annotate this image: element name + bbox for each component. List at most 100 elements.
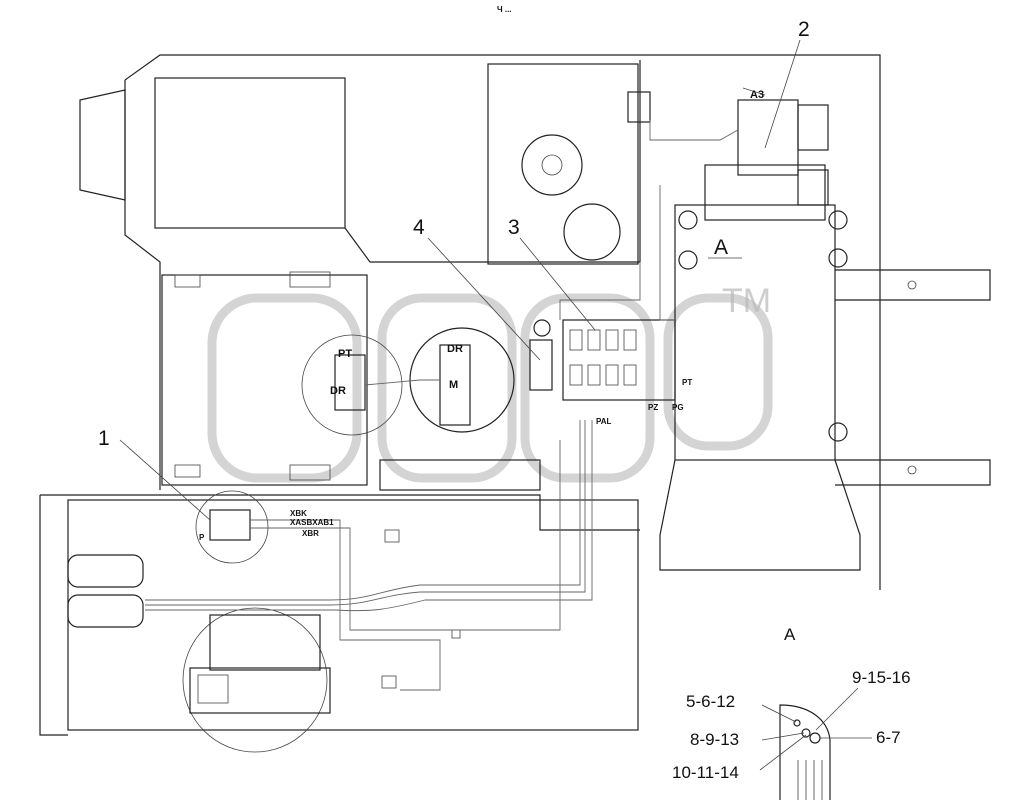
detail-a-hoses xyxy=(797,760,823,800)
detail-label-10-11-14: 10-11-14 xyxy=(672,763,739,782)
motor-detail-circle xyxy=(301,334,403,436)
hose-tank-to-valve xyxy=(559,262,641,320)
detail-a-fitting-1 xyxy=(809,732,821,744)
port-dr-top: DR xyxy=(447,343,463,355)
view-a-label-main: A xyxy=(714,236,728,259)
right-arm-lower xyxy=(835,459,991,486)
valve-spool-6 xyxy=(587,364,601,386)
hose-pump-to-valve xyxy=(659,185,675,321)
hose-routing xyxy=(145,120,739,691)
engine-skirt xyxy=(659,459,861,571)
hose-clamp-1 xyxy=(384,529,400,543)
machine-frame xyxy=(79,54,881,590)
port-m: M xyxy=(449,379,458,391)
detail-label-6-7: 6-7 xyxy=(876,728,901,747)
crossbar xyxy=(379,459,541,491)
platform-floor xyxy=(67,499,639,731)
seat-knob xyxy=(197,674,229,704)
connector-xbk: XBK xyxy=(290,509,307,518)
detail-label-5-6-12: 5-6-12 xyxy=(686,692,735,711)
seat-detail-circle xyxy=(182,607,328,753)
watermark: TM xyxy=(207,282,773,483)
valve-spool-8 xyxy=(623,364,637,386)
filter-cap-lower xyxy=(563,203,621,261)
bolt-pad-4 xyxy=(289,464,331,481)
pedal-valve xyxy=(209,509,251,541)
callout-4: 4 xyxy=(413,216,425,239)
view-a-label-detail: A xyxy=(784,625,796,644)
port-pt-valve: PT xyxy=(682,378,692,387)
right-arm-upper xyxy=(835,269,991,301)
detail-a-fitting-3 xyxy=(793,719,801,727)
valve-spool-2 xyxy=(587,329,601,351)
watermark-letter-2 xyxy=(377,293,517,483)
hose-bundle-4 xyxy=(250,519,441,691)
header-caption: Ч ... xyxy=(497,5,512,14)
leader-lines xyxy=(119,39,801,521)
tank-housing xyxy=(487,63,639,265)
port-pz: PZ xyxy=(648,403,658,412)
bolt-pad-1 xyxy=(174,274,201,288)
hose-motor-link xyxy=(364,379,440,386)
detail-leader-1 xyxy=(815,687,859,731)
port-p-pedal: P xyxy=(199,533,205,542)
a3-label: A3 xyxy=(750,89,764,101)
detail-leader-5 xyxy=(759,734,807,771)
mount-bolt-5 xyxy=(828,422,848,442)
mount-bolt-4 xyxy=(828,248,848,268)
leader-4 xyxy=(427,237,541,361)
detail-label-9-15-16: 9-15-16 xyxy=(852,668,911,687)
mount-bolt-1 xyxy=(678,210,698,230)
valve-spool-1 xyxy=(569,329,583,351)
leader-2 xyxy=(764,39,801,149)
detail-label-8-9-13: 8-9-13 xyxy=(690,730,739,749)
port-pal: PAL xyxy=(596,417,612,426)
pedal-right xyxy=(67,594,144,628)
valve-spool-7 xyxy=(605,364,619,386)
leader-1 xyxy=(119,439,211,521)
operator-platform xyxy=(39,490,640,753)
hose-tank-to-pump xyxy=(649,120,739,141)
detail-leader-3 xyxy=(761,732,805,741)
pilot-valve-cap xyxy=(533,319,551,337)
callout-1: 1 xyxy=(98,427,110,450)
frame-outline-top xyxy=(124,54,881,590)
connector-xasb: XASBXAB1 xyxy=(290,518,334,527)
detail-leader-2 xyxy=(761,704,797,723)
arm-hole-1 xyxy=(907,280,917,290)
valve-spool-5 xyxy=(569,364,583,386)
pump-side-valve-2 xyxy=(797,169,829,206)
connector-xbr: XBR xyxy=(302,529,319,538)
drive-frame xyxy=(161,271,541,491)
tank-bracket xyxy=(627,91,651,123)
filter-cap-upper xyxy=(521,134,583,196)
watermark-letter-1 xyxy=(207,293,362,483)
port-dr-left: DR xyxy=(330,385,346,397)
bolt-pad-2 xyxy=(289,271,331,288)
hose-bundle-1 xyxy=(145,420,581,601)
watermark-text: TM xyxy=(722,282,771,320)
mount-bolt-3 xyxy=(828,210,848,230)
seat-cushion xyxy=(209,614,321,671)
arm-hole-2 xyxy=(907,465,917,475)
engine-block xyxy=(674,204,836,461)
cab-door xyxy=(79,89,126,201)
detail-view-a xyxy=(759,687,872,800)
swing-motor-body xyxy=(439,344,471,426)
platform-left-edge xyxy=(39,495,68,736)
watermark-letter-3 xyxy=(520,293,655,483)
hose-bundle-2 xyxy=(145,420,586,606)
port-pg: PG xyxy=(672,403,684,412)
hose-clamp-2 xyxy=(381,675,397,689)
platform-top-edge xyxy=(40,494,640,531)
travel-motor xyxy=(334,354,366,411)
leader-3 xyxy=(519,237,596,331)
leader-a3 xyxy=(742,87,766,96)
watermark-letter-4 xyxy=(663,293,773,451)
valve-spool-3 xyxy=(605,329,619,351)
drive-frame-box xyxy=(161,274,368,486)
swing-motor-flange xyxy=(409,327,515,433)
seat-base xyxy=(189,667,331,714)
engine-bay xyxy=(659,99,991,571)
